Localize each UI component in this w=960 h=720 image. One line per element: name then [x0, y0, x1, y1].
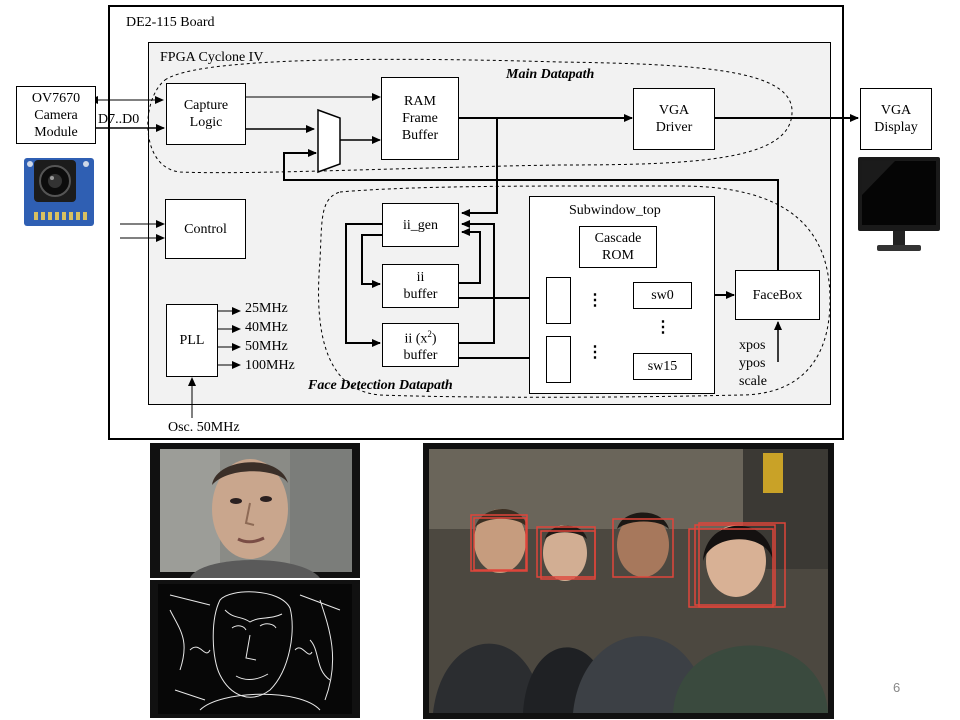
cascade-line-2: ROM — [602, 248, 634, 263]
vga-display-line-2: Display — [874, 120, 918, 135]
multiplexer — [317, 108, 341, 174]
camera-line-2: Camera — [34, 107, 78, 123]
board-title: DE2-115 Board — [126, 15, 215, 30]
face-datapath-region — [318, 185, 831, 398]
sw15-label: sw15 — [647, 359, 678, 374]
cascade-line-1: Cascade — [594, 231, 642, 246]
ellipsis-sw: ⋮ — [655, 319, 671, 336]
ii-gen-block: ii_gen — [382, 203, 459, 247]
main-datapath-title: Main Datapath — [506, 67, 595, 82]
main-datapath-region — [147, 58, 793, 174]
sw0-block: sw0 — [633, 282, 692, 309]
cascade-rom-block: Cascade ROM — [579, 226, 657, 268]
camera-module: OV7670 Camera Module — [16, 86, 96, 144]
pll-label: PLL — [179, 333, 205, 348]
ii-buffer-line-1: ii — [416, 270, 425, 285]
ii-squared-line-1: ii (x2) — [404, 326, 436, 348]
ii-squared-suffix: ) — [431, 331, 437, 347]
facebox-block: FaceBox — [735, 270, 820, 320]
facebox-input-ypos: ypos — [739, 356, 766, 371]
ellipsis-sel-bottom: ⋮ — [587, 344, 603, 361]
facebox-input-xpos: xpos — [739, 338, 766, 353]
vga-display-block: VGA Display — [860, 88, 932, 150]
face-datapath-title: Face Detection Datapath — [308, 378, 453, 393]
sw15-block: sw15 — [633, 353, 692, 380]
sw0-label: sw0 — [651, 288, 674, 303]
face-photo-grayscale — [150, 443, 360, 578]
bus-label: D7..D0 — [98, 112, 140, 127]
ii-squared-line-2: buffer — [403, 348, 438, 364]
selector-top — [546, 277, 571, 324]
control-block: Control — [165, 199, 246, 259]
ram-line-1: RAM — [404, 94, 436, 109]
ii-buffer-line-2: buffer — [403, 287, 438, 302]
face-photo-edges — [150, 580, 360, 718]
oscillator-label: Osc. 50MHz — [168, 420, 240, 435]
vga-driver-line-2: Driver — [655, 120, 693, 135]
camera-line-1: OV7670 — [31, 90, 81, 106]
ii-gen-label: ii_gen — [403, 217, 438, 233]
vga-display-line-1: VGA — [880, 103, 912, 118]
ii-squared-buffer-block: ii (x2) buffer — [382, 323, 459, 367]
camera-line-3: Module — [34, 124, 78, 140]
pll-output-25: 25MHz — [245, 301, 288, 316]
ram-line-2: Frame — [402, 111, 438, 126]
selector-bottom — [546, 336, 571, 383]
facebox-input-scale: scale — [739, 374, 767, 389]
pll-output-100: 100MHz — [245, 358, 295, 373]
ram-line-3: Buffer — [401, 128, 439, 143]
pll-output-40: 40MHz — [245, 320, 288, 335]
control-label: Control — [184, 221, 227, 237]
ii-buffer-block: ii buffer — [382, 264, 459, 308]
camera-image — [20, 152, 98, 232]
capture-line-1: Capture — [183, 98, 229, 113]
vga-driver-line-1: VGA — [658, 103, 690, 118]
facebox-label: FaceBox — [752, 287, 803, 303]
monitor-image — [855, 155, 943, 257]
vga-driver-block: VGA Driver — [633, 88, 715, 150]
group-photo-detection — [423, 443, 834, 719]
pll-block: PLL — [166, 304, 218, 377]
ii-squared-exponent: 2 — [427, 328, 432, 339]
pll-output-50: 50MHz — [245, 339, 288, 354]
board-frame — [108, 5, 844, 440]
fpga-title: FPGA Cyclone IV — [160, 50, 264, 65]
subwindow-title: Subwindow_top — [569, 203, 661, 218]
capture-line-2: Logic — [189, 115, 223, 130]
ellipsis-sel-top: ⋮ — [587, 292, 603, 309]
capture-logic-block: Capture Logic — [166, 83, 246, 145]
ii-squared-prefix: ii (x — [404, 331, 428, 347]
ram-frame-buffer-block: RAM Frame Buffer — [381, 77, 459, 160]
page-number: 6 — [893, 680, 901, 695]
